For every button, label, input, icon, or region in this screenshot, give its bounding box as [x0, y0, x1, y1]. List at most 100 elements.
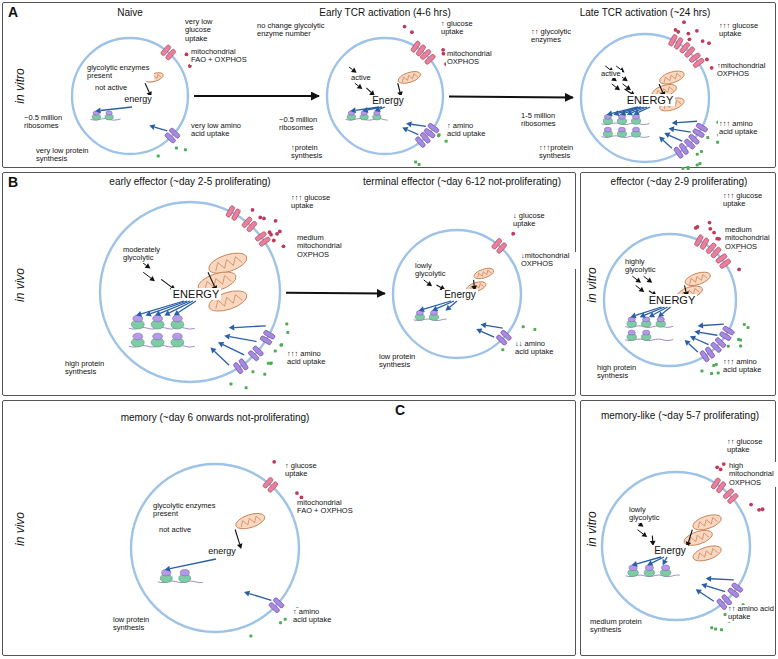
glucose-dot	[688, 37, 692, 41]
flow-arrow-head	[659, 137, 665, 143]
annotation: ↑↑↑protein synthesis	[538, 144, 594, 161]
flow-arrow-head	[694, 329, 700, 335]
cell-title: Early TCR activation (4-6 hrs)	[319, 7, 451, 18]
annotation: ↑↑ amino acid uptake	[727, 605, 775, 622]
glucose-dot	[715, 465, 719, 469]
cell-icon	[260, 335, 273, 345]
cell-icon	[716, 481, 727, 493]
flow-arrow-head	[149, 124, 155, 130]
flow-arrow-head	[145, 311, 151, 317]
flow-arrow-head	[480, 322, 486, 328]
flow-arrow	[665, 557, 667, 560]
cell-illustration	[393, 230, 537, 358]
condition-label: in vivo	[14, 512, 27, 546]
amino-acid-dot	[175, 146, 178, 149]
cell-icon	[673, 146, 683, 158]
cell-icon	[401, 73, 418, 82]
cell-illustration	[72, 38, 197, 158]
amino-acid-dot	[687, 166, 690, 169]
flow-arrow-head	[375, 106, 381, 112]
energy-label: energy	[122, 95, 154, 105]
cell-icon	[688, 274, 707, 285]
amino-acid-dot	[710, 626, 713, 629]
flow-arrow-head	[630, 313, 636, 319]
mitochondrion	[658, 68, 686, 86]
transporter	[692, 123, 708, 139]
energy-label: Energy	[442, 289, 478, 300]
annotation: ~0.5 million ribosomes	[23, 114, 71, 131]
annotation: ↑↑↑ amino acid uptake	[718, 120, 768, 137]
flow-arrow-head	[362, 107, 368, 113]
flow-arrow	[424, 280, 428, 283]
ribosome-small	[645, 565, 653, 570]
transporter	[160, 44, 176, 60]
cell-title: memory-like (~day 5-7 proliferating)	[601, 410, 759, 421]
flow-arrow	[677, 121, 697, 122]
glucose-dot	[695, 29, 699, 33]
glucose-dot	[272, 460, 276, 464]
ribosome-small	[633, 127, 640, 132]
panel-letter: B	[8, 175, 18, 190]
flow-arrow	[638, 107, 650, 112]
glucose-dot	[708, 227, 712, 231]
cell-icon	[424, 54, 436, 65]
glucose-dot	[701, 39, 705, 43]
amino-acid-dot	[747, 326, 750, 329]
flow-arrow	[625, 89, 632, 93]
flow-arrow	[623, 84, 627, 87]
annotation: ↑↑↑ glucose uptake	[722, 192, 772, 209]
energy-label: ENERGY	[171, 288, 221, 300]
transporter	[262, 477, 278, 493]
transporter	[710, 337, 726, 353]
flow-arrow-head	[165, 566, 171, 572]
cell-icon	[719, 258, 731, 269]
glucose-dot	[717, 237, 721, 241]
cell-icon	[683, 269, 712, 288]
flow-arrow	[145, 83, 149, 92]
amino-acid-dot	[438, 133, 441, 136]
flow-arrow	[616, 66, 620, 69]
transporter	[496, 330, 512, 346]
flow-arrow	[638, 530, 644, 534]
flow-arrow	[663, 140, 672, 148]
flow-arrow	[178, 301, 196, 312]
transporter	[679, 42, 695, 58]
cell-icon	[696, 516, 717, 528]
flow-arrow	[711, 579, 734, 580]
annotation: ↑ amino acid uptake	[292, 608, 334, 625]
flow-arrow-head	[155, 311, 161, 317]
glucose-dot	[705, 58, 709, 62]
flow-arrow	[235, 530, 240, 545]
cell-illustration	[100, 202, 289, 389]
amino-acid-dot	[533, 328, 536, 331]
flow-arrow-head	[672, 120, 678, 126]
flow-arrow-head	[476, 329, 482, 334]
cell-icon	[496, 242, 507, 254]
amino-acid-dot	[700, 370, 703, 373]
glucose-dot	[737, 267, 741, 271]
glucose-dot	[707, 41, 711, 45]
cell-icon	[239, 515, 261, 527]
glucose-dot	[749, 503, 753, 507]
amino-acid-dot	[280, 343, 283, 346]
glucose-dot	[272, 239, 276, 243]
annotation: ↑mitochondrial OXPHOS	[716, 62, 774, 79]
glucose-dot	[710, 66, 714, 70]
ribosome-small	[662, 565, 670, 570]
glucose-dot	[269, 233, 273, 237]
annotation: moderately glycolytic	[122, 246, 174, 263]
annotation: mitochondrial FAO + OXPHOS	[190, 48, 250, 65]
annotation: active	[600, 70, 622, 78]
glucose-dot	[188, 64, 192, 68]
amino-acid-dot	[710, 372, 713, 375]
flow-arrow	[649, 291, 653, 293]
connector-arrow	[286, 292, 385, 295]
amino-acid-dot	[739, 339, 742, 342]
flow-arrow-head	[647, 560, 653, 565]
flow-arrow	[223, 345, 244, 355]
annotation: ~0.5 million ribosomes	[278, 116, 326, 133]
transporter	[260, 330, 276, 346]
ribosome-small	[618, 127, 625, 132]
cell-membrane	[602, 472, 750, 620]
ribosome-small	[643, 317, 650, 322]
